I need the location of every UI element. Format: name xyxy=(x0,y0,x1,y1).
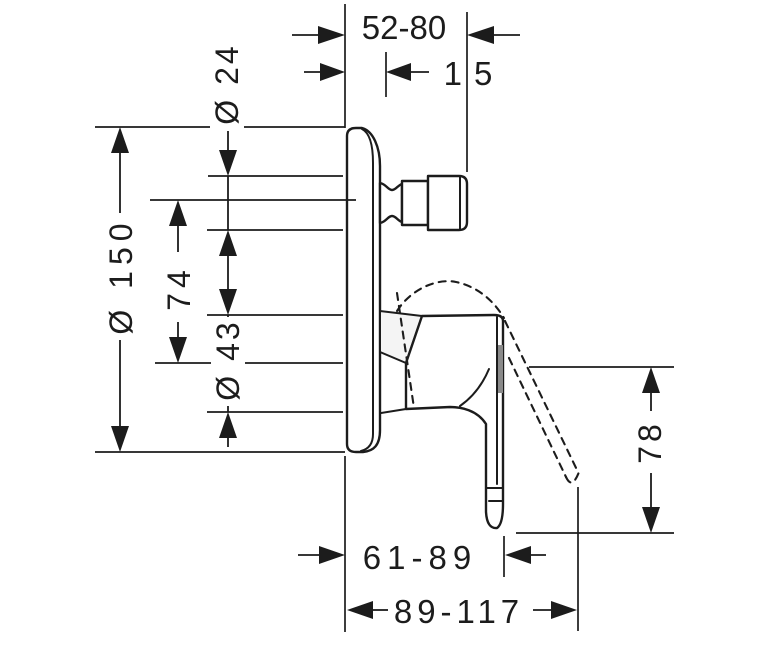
knob-cap xyxy=(426,174,469,232)
dimension-61-89 xyxy=(298,546,546,564)
label-depth-range-knob: 52-80 xyxy=(362,9,446,46)
label-depth-range-lever-tip: 89-117 xyxy=(394,593,524,630)
dimension-52-80 xyxy=(292,26,520,44)
knob-neck xyxy=(378,181,404,225)
label-lever-drop: 78 xyxy=(632,420,668,464)
label-depth-range-lever: 61-89 xyxy=(363,539,477,576)
hub-underside-line xyxy=(380,408,407,414)
lever-handle xyxy=(380,313,505,530)
dimension-15 xyxy=(304,63,429,81)
knob-ring xyxy=(400,179,430,227)
dashed-rear-edge xyxy=(395,291,416,410)
blade-shading xyxy=(498,345,503,393)
label-hub-diameter: Ø 43 xyxy=(210,319,246,400)
label-plate-offset: 15 xyxy=(444,55,505,92)
dimension-labels: 52-80 15 Ø 24 Ø 150 74 Ø 43 78 61-89 89-… xyxy=(103,9,668,630)
dashed-lever-edge-inner xyxy=(507,356,568,479)
diverter-knob xyxy=(378,174,469,232)
label-axis-spacing: 74 xyxy=(161,265,197,311)
dimension-89-117 xyxy=(347,601,577,619)
dashed-arc xyxy=(395,280,506,320)
plate-rim-contour xyxy=(360,128,374,452)
lever-handle-alt-position xyxy=(395,280,581,484)
label-knob-diameter: Ø 24 xyxy=(209,43,245,124)
escutcheon-plate xyxy=(345,126,382,454)
hub-web-curve xyxy=(459,368,490,407)
label-plate-diameter: Ø 150 xyxy=(103,217,139,334)
extension-lines xyxy=(95,4,674,632)
dashed-lever-tip xyxy=(564,470,581,484)
dashed-lever-edge-outer xyxy=(503,319,580,474)
handle-hub-and-blade xyxy=(404,313,505,530)
plate-outline xyxy=(345,126,382,454)
dimension-dia-24 xyxy=(219,131,237,291)
label-backgrounds xyxy=(103,36,667,473)
